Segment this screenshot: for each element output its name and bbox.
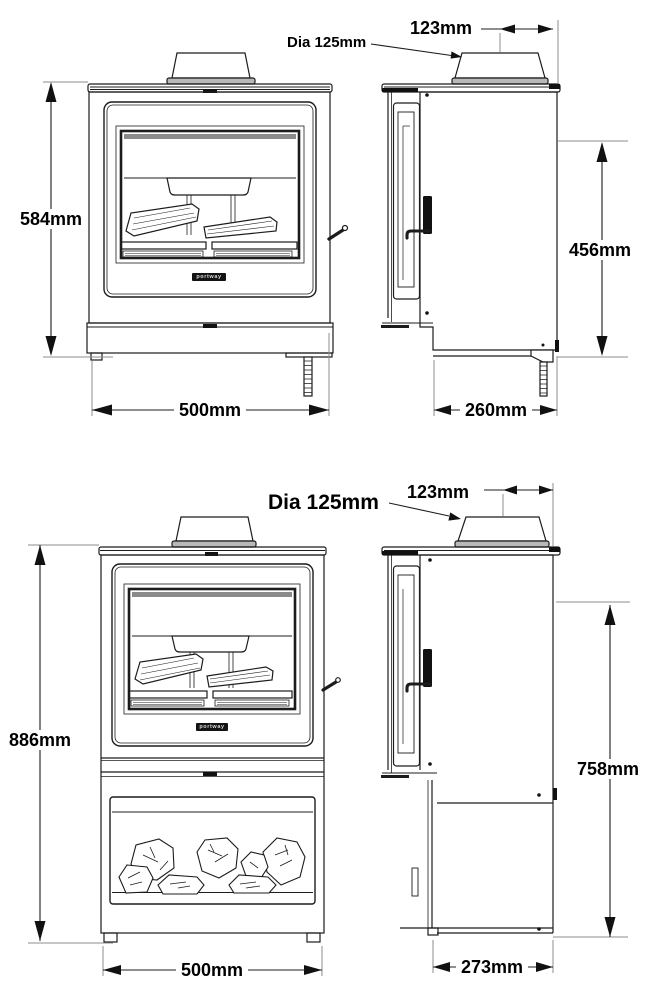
flue-collar-side (454, 516, 550, 548)
body-profile (381, 554, 557, 936)
stove-body (100, 554, 325, 934)
brand-badge-standard: portway (192, 273, 226, 281)
height-label-standard: 584mm (14, 209, 88, 229)
top-plate-side (381, 546, 561, 556)
flue-offset-label-logstore: 123mm (407, 482, 470, 502)
brand-badge-logstore: portway (196, 723, 228, 731)
front-view-standard (86, 52, 349, 397)
flue-diameter-label-standard: Dia 125mm (287, 34, 367, 51)
log-store-opening (109, 796, 316, 905)
width-label-logstore: 500mm (175, 960, 249, 980)
door-handle (327, 224, 349, 241)
flue-offset-label-standard: 123mm (410, 18, 473, 38)
side-view-standard (381, 52, 561, 397)
stove-body (88, 91, 331, 324)
door-window (115, 125, 305, 264)
base-plinth (86, 322, 334, 397)
top-plate-side (381, 83, 561, 93)
door-window (123, 583, 301, 715)
door-profile (387, 555, 432, 773)
rear-height-label-standard: 456mm (563, 240, 637, 260)
stacked-logs (118, 837, 306, 895)
depth-label-standard: 260mm (459, 400, 533, 420)
depth-label-logstore: 273mm (455, 957, 529, 977)
rear-height-label-logstore: 758mm (571, 759, 645, 779)
feet (103, 932, 321, 943)
width-label-standard: 500mm (173, 400, 247, 420)
door-handle (321, 677, 341, 692)
door-profile (387, 92, 432, 322)
dimension-lines-logstore (28, 483, 630, 976)
flue-collar-side (451, 52, 549, 85)
flue-collar (166, 52, 256, 85)
body-profile (381, 91, 559, 397)
height-label-logstore: 886mm (3, 730, 77, 750)
front-view-logstore (98, 516, 341, 943)
side-view-logstore (381, 516, 561, 936)
flue-diameter-label-logstore: Dia 125mm (268, 491, 379, 514)
flue-collar (171, 516, 257, 548)
